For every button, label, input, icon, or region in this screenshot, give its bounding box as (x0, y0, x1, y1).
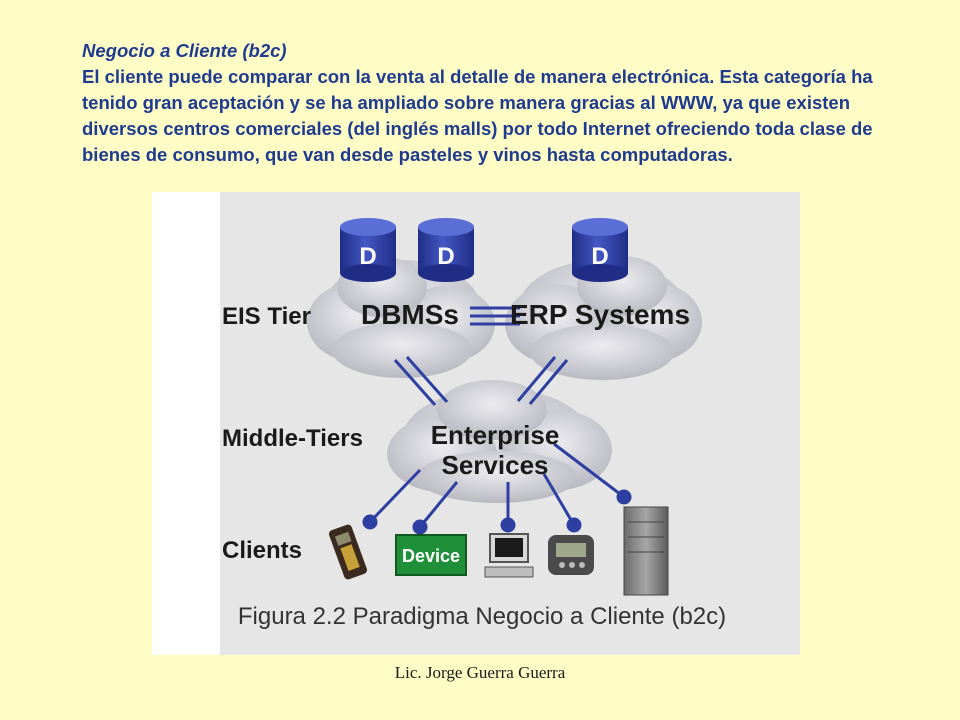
figure-caption: Figura 2.2 Paradigma Negocio a Cliente (… (238, 603, 726, 630)
tier-label-middle: Middle-Tiers (222, 425, 363, 452)
erp-label: ERP Systems (510, 299, 690, 330)
slide-text: Negocio a Cliente (b2c) El cliente puede… (82, 38, 912, 168)
pager-icon (548, 535, 594, 575)
tier-links (393, 356, 569, 406)
enterprise-cloud (387, 380, 612, 503)
client-links (362, 442, 632, 535)
dbms-erp-link (470, 306, 520, 326)
svg-text:D: D (359, 243, 376, 270)
erp-cloud (505, 256, 702, 380)
device-label: Device (402, 546, 460, 566)
svg-text:D: D (437, 243, 454, 270)
dbms-label: DBMSs (361, 299, 459, 330)
device-icon: Device (395, 534, 467, 576)
tier-label-clients: Clients (222, 537, 302, 564)
dbms-cloud (307, 257, 495, 378)
svg-text:D: D (591, 243, 608, 270)
server-icon (623, 506, 669, 596)
enterprise-label-line2: Services (442, 450, 549, 480)
diagram-canvas: D D D (152, 192, 726, 655)
footer-author: Lic. Jorge Guerra Guerra (394, 663, 566, 682)
database-icon: D (572, 218, 628, 282)
tier-label-eis: EIS Tier (222, 303, 311, 330)
mobile-phone-icon (328, 524, 368, 580)
database-icon: D (418, 218, 474, 282)
slide-heading: Negocio a Cliente (b2c) (82, 40, 287, 61)
computer-icon (484, 533, 534, 578)
slide-paragraph: El cliente puede comparar con la venta a… (82, 66, 873, 165)
enterprise-label-line1: Enterprise (431, 420, 560, 450)
database-icon: D (340, 218, 396, 282)
left-margin-band (152, 192, 220, 655)
b2c-diagram: D D D (152, 192, 800, 655)
